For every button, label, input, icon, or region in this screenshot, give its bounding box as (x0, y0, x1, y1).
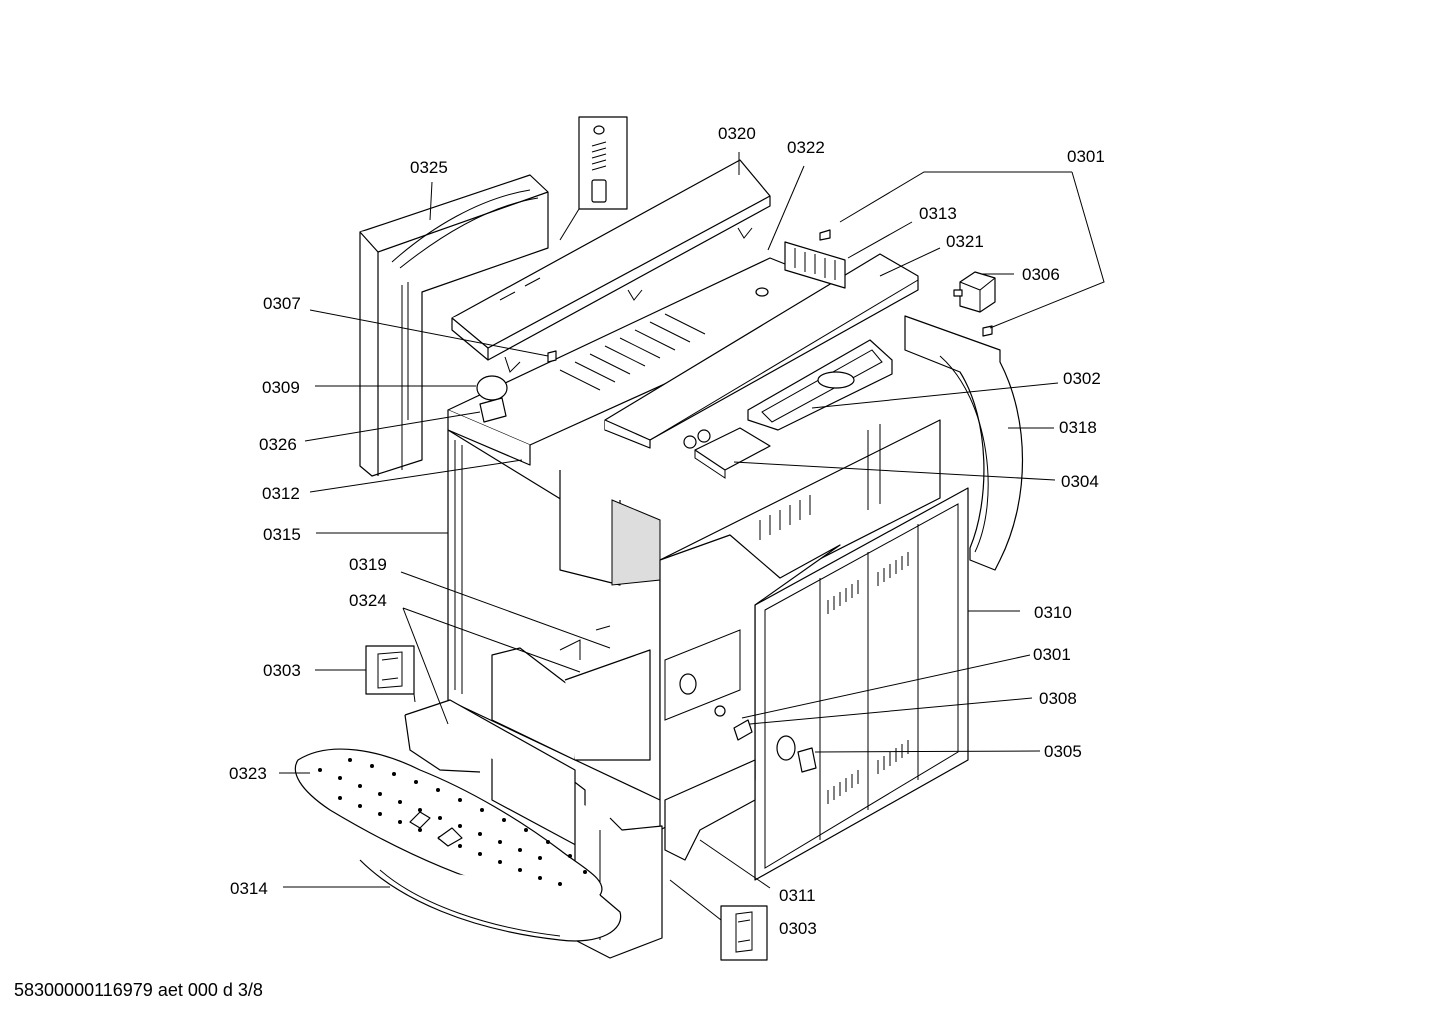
drawing-reference-code: 58300000116979 aet 000 d 3/8 (14, 980, 263, 1000)
label-0304: 0304 (1061, 472, 1099, 491)
part-bracket (784, 241, 846, 289)
label-0315: 0315 (263, 525, 301, 544)
label-0306: 0306 (1022, 265, 1060, 284)
label-0301-mid: 0301 (1033, 645, 1071, 664)
label-0314: 0314 (230, 879, 268, 898)
part-lower-housing (659, 534, 841, 861)
label-0319: 0319 (349, 555, 387, 574)
label-0302: 0302 (1063, 369, 1101, 388)
label-0322: 0322 (787, 138, 825, 157)
leader-lines (279, 152, 1105, 921)
label-0313: 0313 (919, 204, 957, 223)
label-0307: 0307 (263, 294, 301, 313)
label-0323: 0323 (229, 764, 267, 783)
part-drip-grille (294, 748, 622, 942)
label-0309: 0309 (262, 378, 300, 397)
part-small-tray (683, 427, 771, 479)
part-top-lid (451, 159, 771, 373)
label-0311: 0311 (779, 886, 816, 905)
label-0308: 0308 (1039, 689, 1077, 708)
label-0303-left: 0303 (263, 661, 301, 680)
label-0324: 0324 (349, 591, 387, 610)
label-0320: 0320 (718, 124, 756, 143)
label-0326: 0326 (259, 435, 297, 454)
grille-holes (318, 758, 587, 886)
part-screws (476, 229, 993, 773)
label-0301-top: 0301 (1067, 147, 1105, 166)
part-clip-box-left (365, 645, 416, 703)
part-clip-box-bottom (720, 905, 768, 961)
label-0318: 0318 (1059, 418, 1097, 437)
part-valve-box (559, 116, 628, 241)
label-0312: 0312 (262, 484, 300, 503)
part-side-frame (904, 315, 1023, 571)
label-0303-bottom: 0303 (779, 919, 817, 938)
label-0321: 0321 (946, 232, 984, 251)
label-0305: 0305 (1044, 742, 1082, 761)
part-cover-strip (604, 253, 919, 449)
part-drip-inserts (491, 625, 651, 851)
part-labels: 0325 0320 0322 0301 0313 0321 0306 0307 … (229, 124, 1105, 938)
label-0310: 0310 (1034, 603, 1072, 622)
part-control-panel (747, 339, 893, 431)
part-front-panel (754, 487, 969, 881)
label-0325: 0325 (410, 158, 448, 177)
part-water-tank (359, 174, 549, 477)
part-switch (953, 271, 996, 313)
